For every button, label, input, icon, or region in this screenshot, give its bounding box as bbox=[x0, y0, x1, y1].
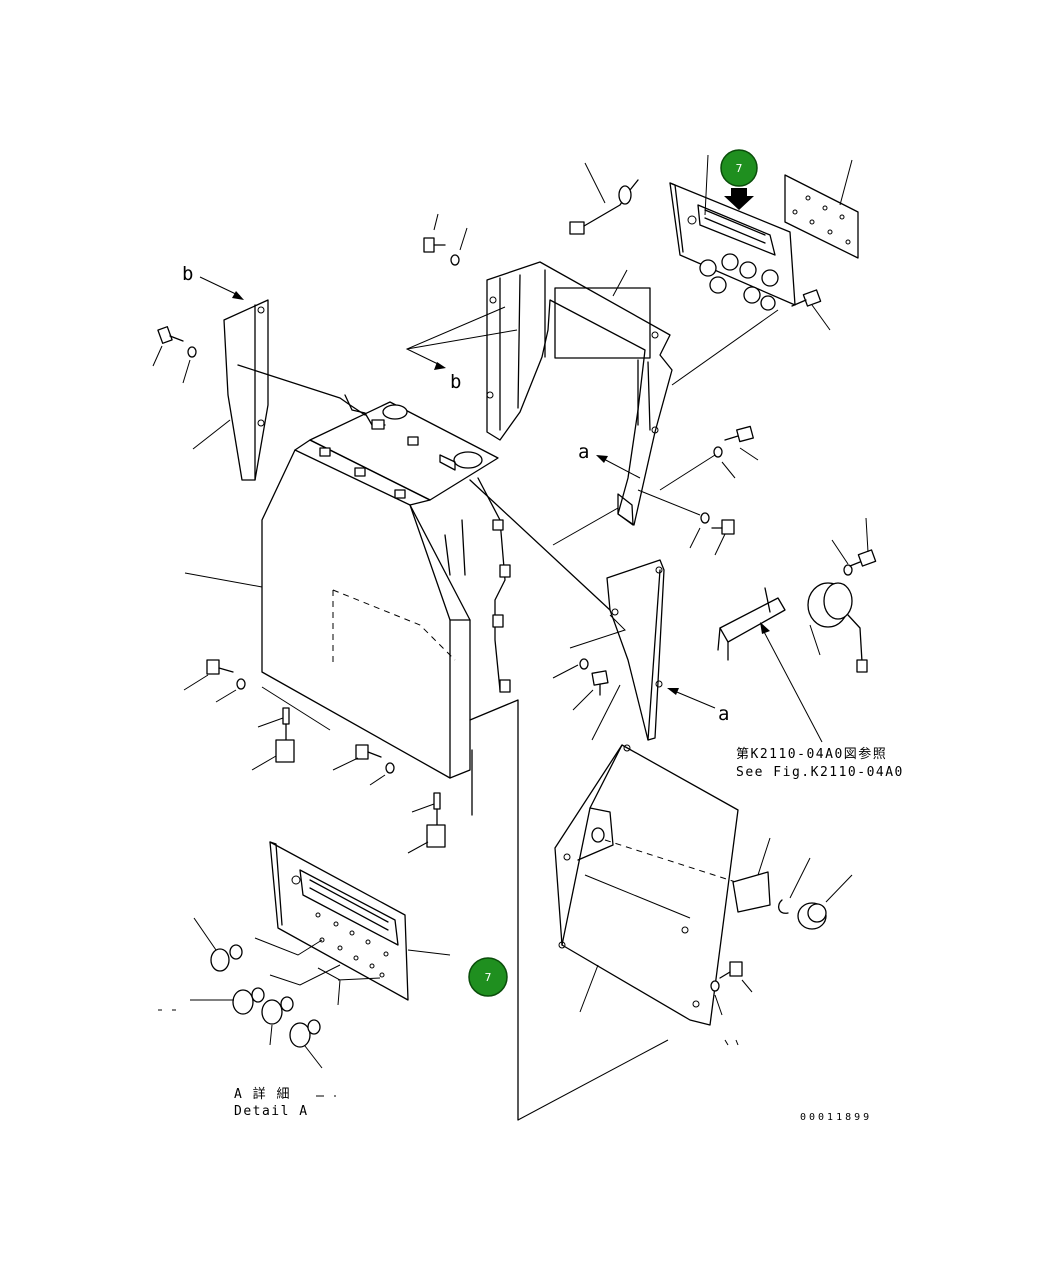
bottom-right-cover bbox=[554, 744, 746, 1026]
panel-switches bbox=[699, 253, 779, 311]
bolt-top-bracket bbox=[423, 213, 468, 266]
badge-lower[interactable]: 7 bbox=[468, 957, 508, 997]
detail-a-jp: A 詳 細 bbox=[234, 1086, 291, 1102]
label-a-lower-group: a bbox=[667, 688, 729, 725]
label-a-lower: a bbox=[718, 703, 729, 725]
badge-arrow-icon bbox=[724, 188, 754, 210]
label-a-upper-group: a bbox=[578, 425, 759, 491]
badge-upper[interactable]: 7 bbox=[720, 149, 758, 210]
connector-left bbox=[251, 707, 295, 771]
label-b-group: b b bbox=[182, 263, 518, 393]
bolt-upper-panel bbox=[671, 289, 831, 386]
cable-harness-top bbox=[237, 364, 386, 430]
label-plate bbox=[784, 159, 859, 259]
badge-lower-text: 7 bbox=[485, 971, 492, 984]
detail-a-switches bbox=[158, 917, 381, 1069]
upper-panel-harness bbox=[569, 162, 639, 235]
bolt-bottom-cover bbox=[710, 961, 753, 1046]
connector-bottom bbox=[407, 792, 446, 854]
detail-a-en: Detail A bbox=[234, 1104, 309, 1119]
badge-upper-text: 7 bbox=[736, 162, 743, 175]
bolt-housing-left bbox=[183, 659, 331, 731]
detail-a-caption: A 詳 細 Detail A bbox=[234, 1086, 336, 1119]
relay-bracket bbox=[717, 582, 868, 743]
bolt-right-cover bbox=[552, 658, 609, 711]
lamp-parts bbox=[732, 837, 853, 930]
bolt-right-middle bbox=[637, 489, 735, 556]
side-harness bbox=[444, 477, 619, 693]
label-b-lower: b bbox=[450, 371, 461, 393]
upper-bracket-frame bbox=[486, 261, 673, 526]
drawing-number: 00011899 bbox=[800, 1112, 872, 1123]
bolt-housing-bottom bbox=[332, 744, 395, 786]
main-housing bbox=[184, 439, 471, 779]
label-a-upper: a bbox=[578, 441, 589, 463]
reference-en: See Fig.K2110-04A0 bbox=[736, 765, 904, 780]
bolt-left-upper bbox=[152, 326, 197, 384]
reference-note: 第K2110-04A0図参照 See Fig.K2110-04A0 bbox=[736, 746, 904, 780]
reference-jp: 第K2110-04A0図参照 bbox=[736, 746, 887, 762]
label-b-upper: b bbox=[182, 263, 193, 285]
housing-top-plate bbox=[309, 401, 499, 501]
housing-mount bbox=[469, 699, 669, 1121]
right-side-cover bbox=[569, 559, 665, 741]
bolt-relay bbox=[831, 517, 877, 576]
left-side-cover bbox=[192, 299, 269, 481]
detail-a-panel bbox=[269, 841, 451, 1001]
